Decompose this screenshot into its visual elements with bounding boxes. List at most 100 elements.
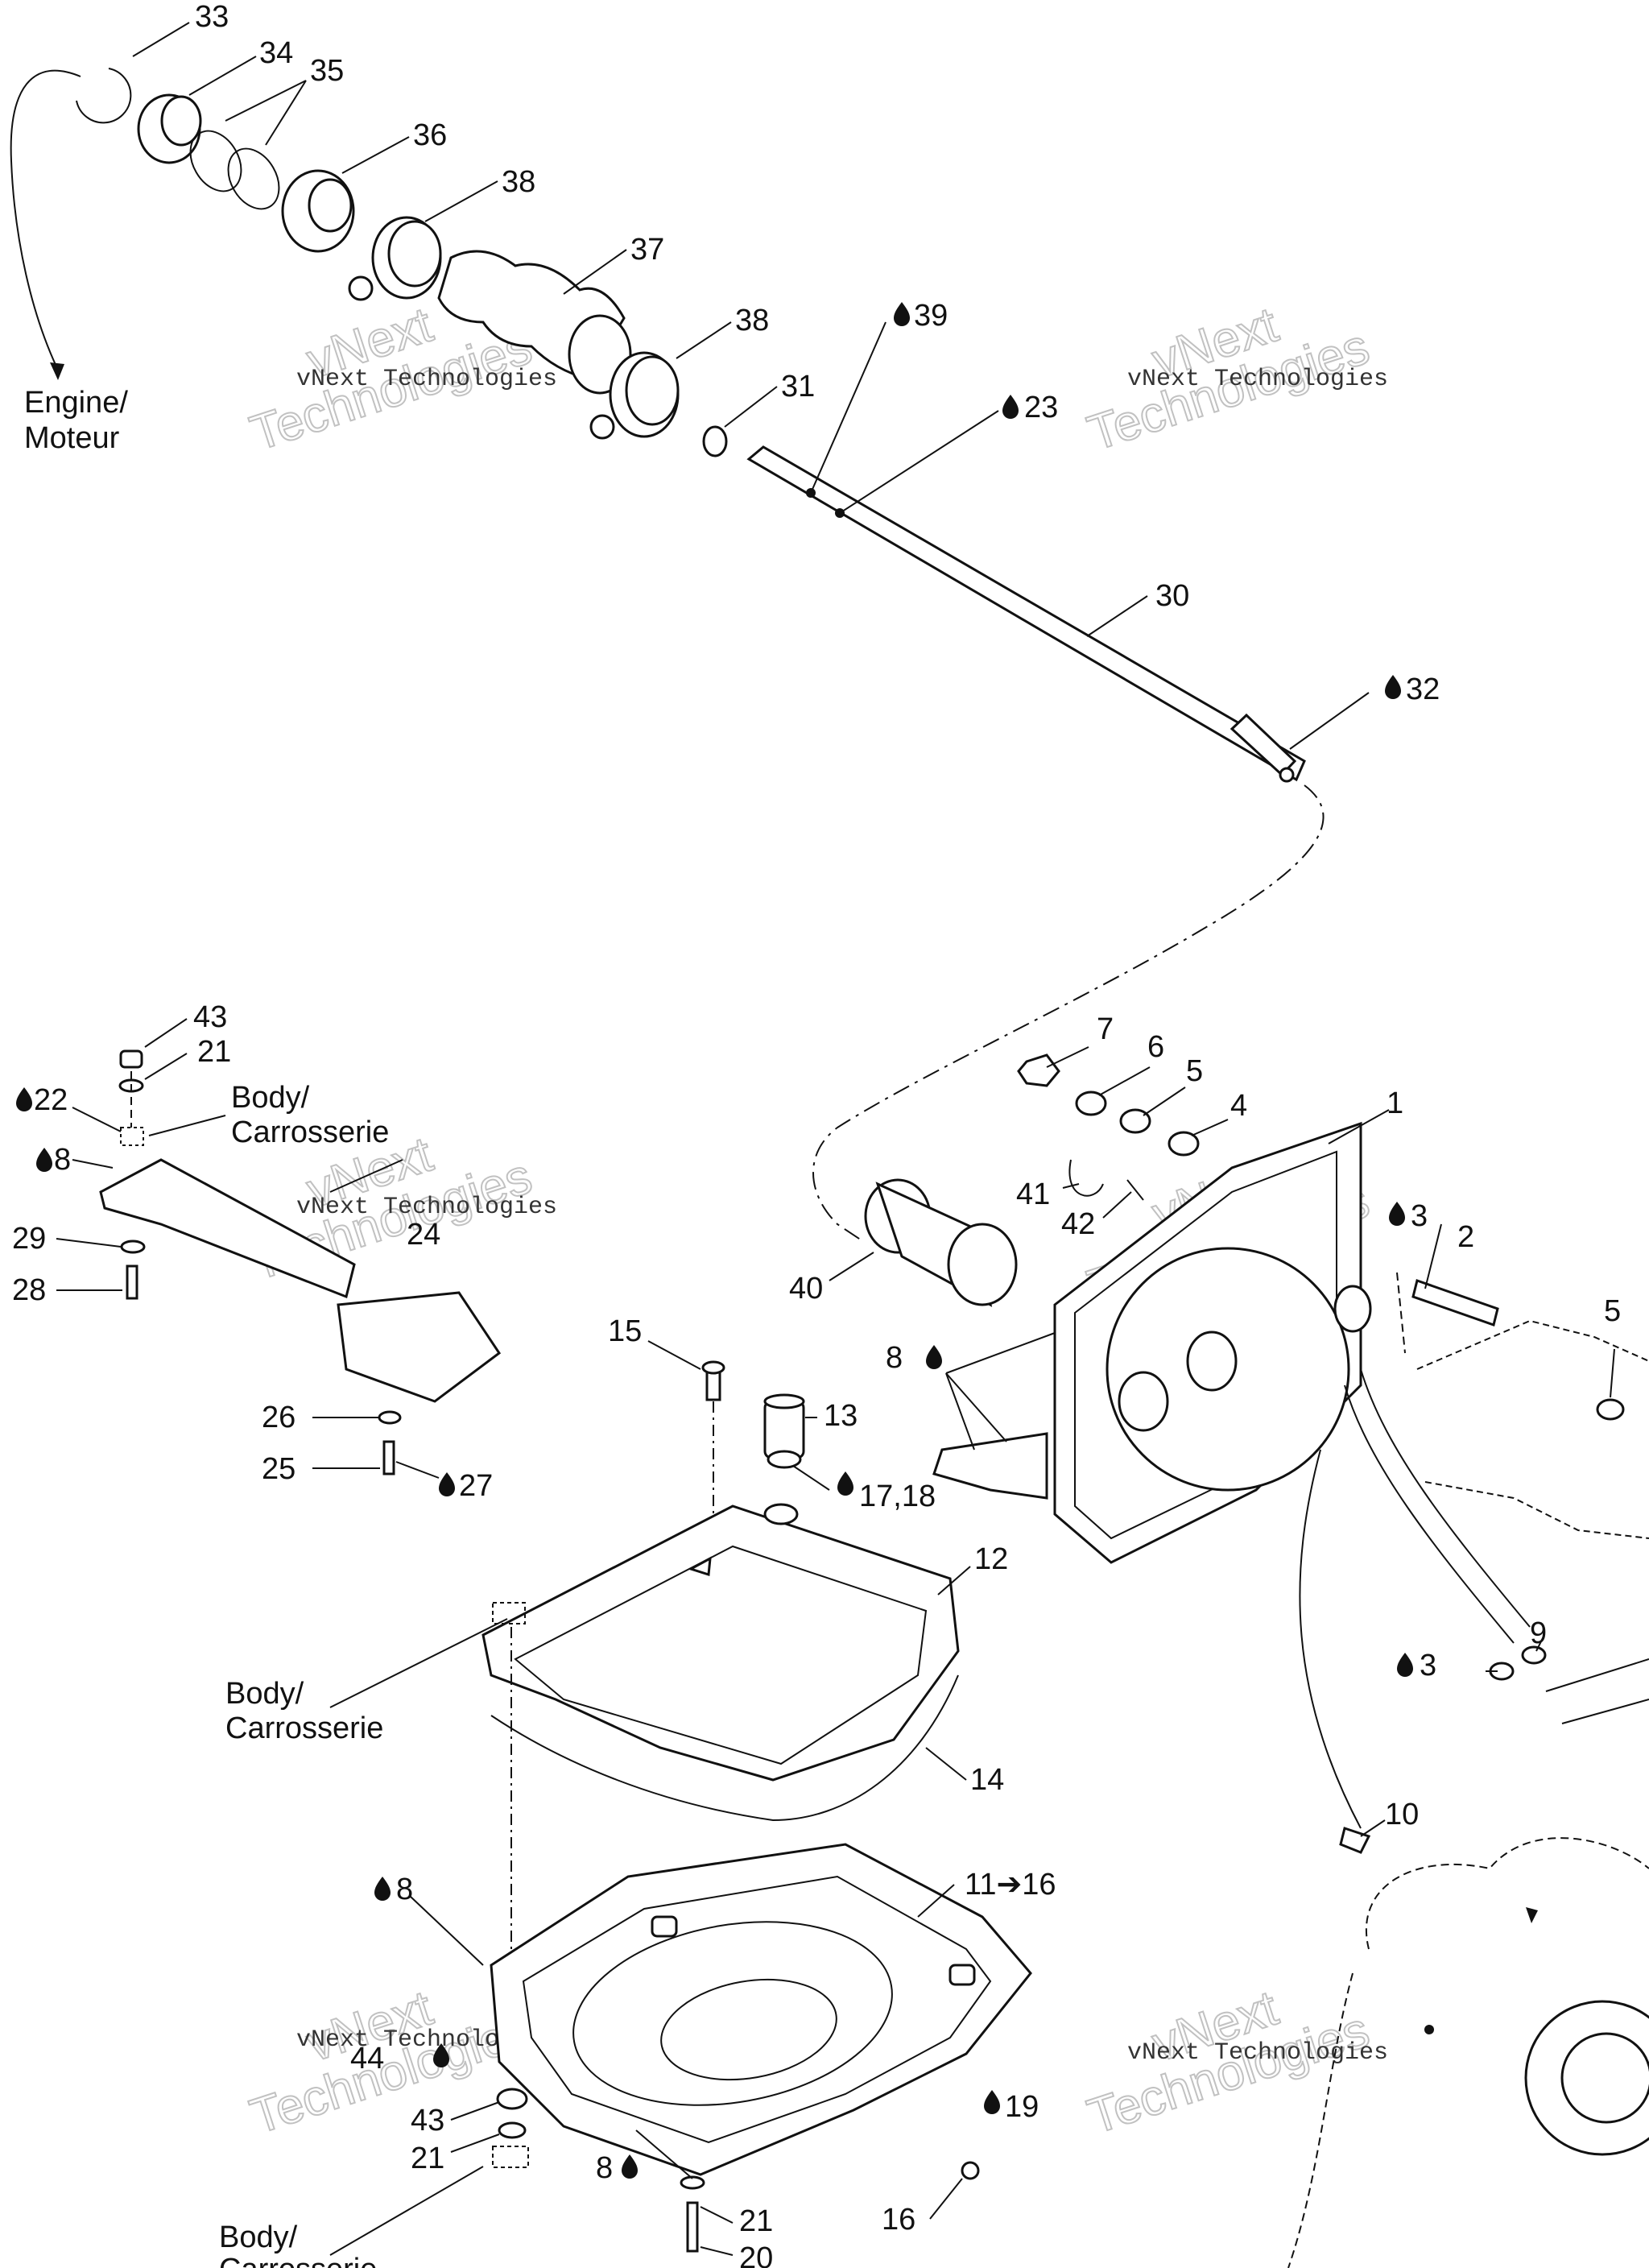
part-24-support-plate (337, 1291, 502, 1403)
callout-12: 12 (974, 1542, 1008, 1576)
part-4-lockwasher (1168, 1131, 1200, 1157)
part-11-base (490, 1843, 1032, 2176)
part-12-cover-plate (481, 1504, 960, 1782)
part-5-washer-right (1596, 1398, 1625, 1421)
callout-27: 27 (459, 1469, 493, 1503)
callout-3-b: 3 (1420, 1649, 1436, 1682)
callout-11-16: 11➔16 (965, 1868, 1056, 1902)
body-note-3-line1: Body/ (219, 2220, 298, 2254)
cover-plate-assembly (481, 1503, 960, 1957)
cooling-hose-b (1344, 1384, 1515, 1644)
body-note-2-line1: Body/ (225, 1677, 304, 1711)
callout-8-d: 8 (596, 2151, 613, 2185)
part-30-shaft-hole (1279, 767, 1295, 783)
part-38-clamp-a-inner (387, 220, 442, 288)
callout-44: 44 (350, 2042, 384, 2076)
part-1-outlet-c (1333, 1285, 1372, 1333)
leader-lines (56, 22, 1615, 2256)
part-24-support (99, 1158, 356, 1299)
driveline-assembly (10, 68, 1325, 1241)
callout-20: 20 (739, 2241, 773, 2268)
part-10-clip (1339, 1827, 1371, 1854)
part-30-driveshaft (746, 445, 1306, 782)
body-note-1-line1: Body/ (231, 1081, 310, 1115)
callout-33: 33 (195, 0, 229, 34)
hull-outline-a (1416, 1319, 1649, 1370)
sealant-drop-icon-32 (1385, 675, 1401, 699)
part-33-circlip (76, 68, 132, 124)
part-5-washer (1119, 1108, 1151, 1134)
body-note-2-line2: Carrosserie (225, 1711, 383, 1745)
part-29-washer (120, 1240, 146, 1254)
callout-28: 28 (12, 1273, 46, 1307)
callout-24: 24 (407, 1218, 440, 1252)
sealant-drop-icon-39 (894, 302, 910, 326)
part-42-clamp (1126, 1179, 1144, 1201)
part-38-clamp-a-screw (348, 275, 374, 301)
sealant-drop-icons (16, 302, 1413, 2179)
callout-21-a: 21 (197, 1035, 231, 1069)
sealant-drop-icon-8b (926, 1345, 942, 1369)
callout-7: 7 (1097, 1012, 1114, 1046)
part-11-base-inner-channel (660, 1978, 837, 2081)
callout-30: 30 (1155, 579, 1189, 613)
watermark-text-2: vNext Technologies (1127, 366, 1388, 393)
watermark-text-3: vNext Technologies (296, 1194, 557, 1221)
base-housing-assembly (490, 1843, 1032, 2253)
sealant-drop-icon-19 (984, 2090, 1000, 2114)
hull-reference-outline (1287, 1319, 1649, 2268)
part-38-clamp-b-inner (625, 355, 680, 426)
part-36-bearing-inner (308, 178, 353, 233)
part-38-clamp-b-screw (589, 414, 615, 440)
part-11-base-rim (522, 1875, 992, 2144)
callout-15: 15 (608, 1314, 642, 1348)
callout-4: 4 (1230, 1089, 1247, 1123)
watermark-text-1: vNext Technologies (296, 366, 557, 393)
callout-38-b: 38 (735, 304, 769, 337)
callout-17-18: 17,18 (859, 1480, 936, 1513)
callout-31: 31 (781, 370, 815, 404)
callout-43-b: 43 (411, 2104, 444, 2138)
part-26-washer (378, 1410, 402, 1425)
callout-32: 32 (1406, 673, 1440, 706)
callout-22: 22 (34, 1083, 68, 1117)
part-28-screw (126, 1264, 138, 1300)
callout-39: 39 (914, 299, 948, 333)
part-12-plate-tab (688, 1556, 712, 1576)
callout-6: 6 (1147, 1030, 1164, 1064)
callout-43-a: 43 (193, 1000, 227, 1034)
part-43-nut (119, 1049, 143, 1069)
part-11-base-channel (572, 1921, 893, 2106)
sealant-drop-icon-44 (433, 2043, 449, 2067)
part-35-oring-a (189, 130, 242, 192)
callout-40: 40 (789, 1272, 823, 1306)
pump-housing-assembly (864, 1053, 1547, 1854)
part-14-gasket (490, 1674, 959, 1822)
engine-arrowhead-right-icon (1526, 1907, 1538, 1923)
part-1-outlet-b (1186, 1331, 1238, 1392)
body-location-plate (492, 1602, 526, 1624)
support-bracket-assembly (99, 1049, 502, 1475)
part-43-nut-lower (496, 2088, 528, 2110)
callout-16: 16 (882, 2203, 915, 2237)
callout-2: 2 (1457, 1220, 1474, 1254)
callout-34: 34 (259, 36, 293, 70)
part-13-fitting-top (763, 1393, 805, 1409)
sealant-drop-icon-1718 (837, 1471, 853, 1496)
part-41-hose (1068, 1159, 1104, 1197)
callout-8-b: 8 (886, 1341, 903, 1375)
hull-outline-c (1545, 1658, 1649, 1692)
part-21-washer-lower (498, 2121, 527, 2139)
callout-36: 36 (413, 118, 447, 152)
part-9-washer (1521, 1645, 1547, 1665)
part-25-screw (382, 1440, 395, 1475)
shaft-routing-line (812, 784, 1325, 1241)
callout-35: 35 (310, 54, 344, 88)
part-11-boss-b (948, 1964, 976, 1986)
callout-25: 25 (262, 1452, 295, 1486)
callout-14: 14 (970, 1763, 1004, 1797)
sealant-drop-icon-8a (36, 1148, 52, 1172)
part-13-fitting (763, 1400, 805, 1459)
part-12-plate-edge (514, 1545, 928, 1765)
